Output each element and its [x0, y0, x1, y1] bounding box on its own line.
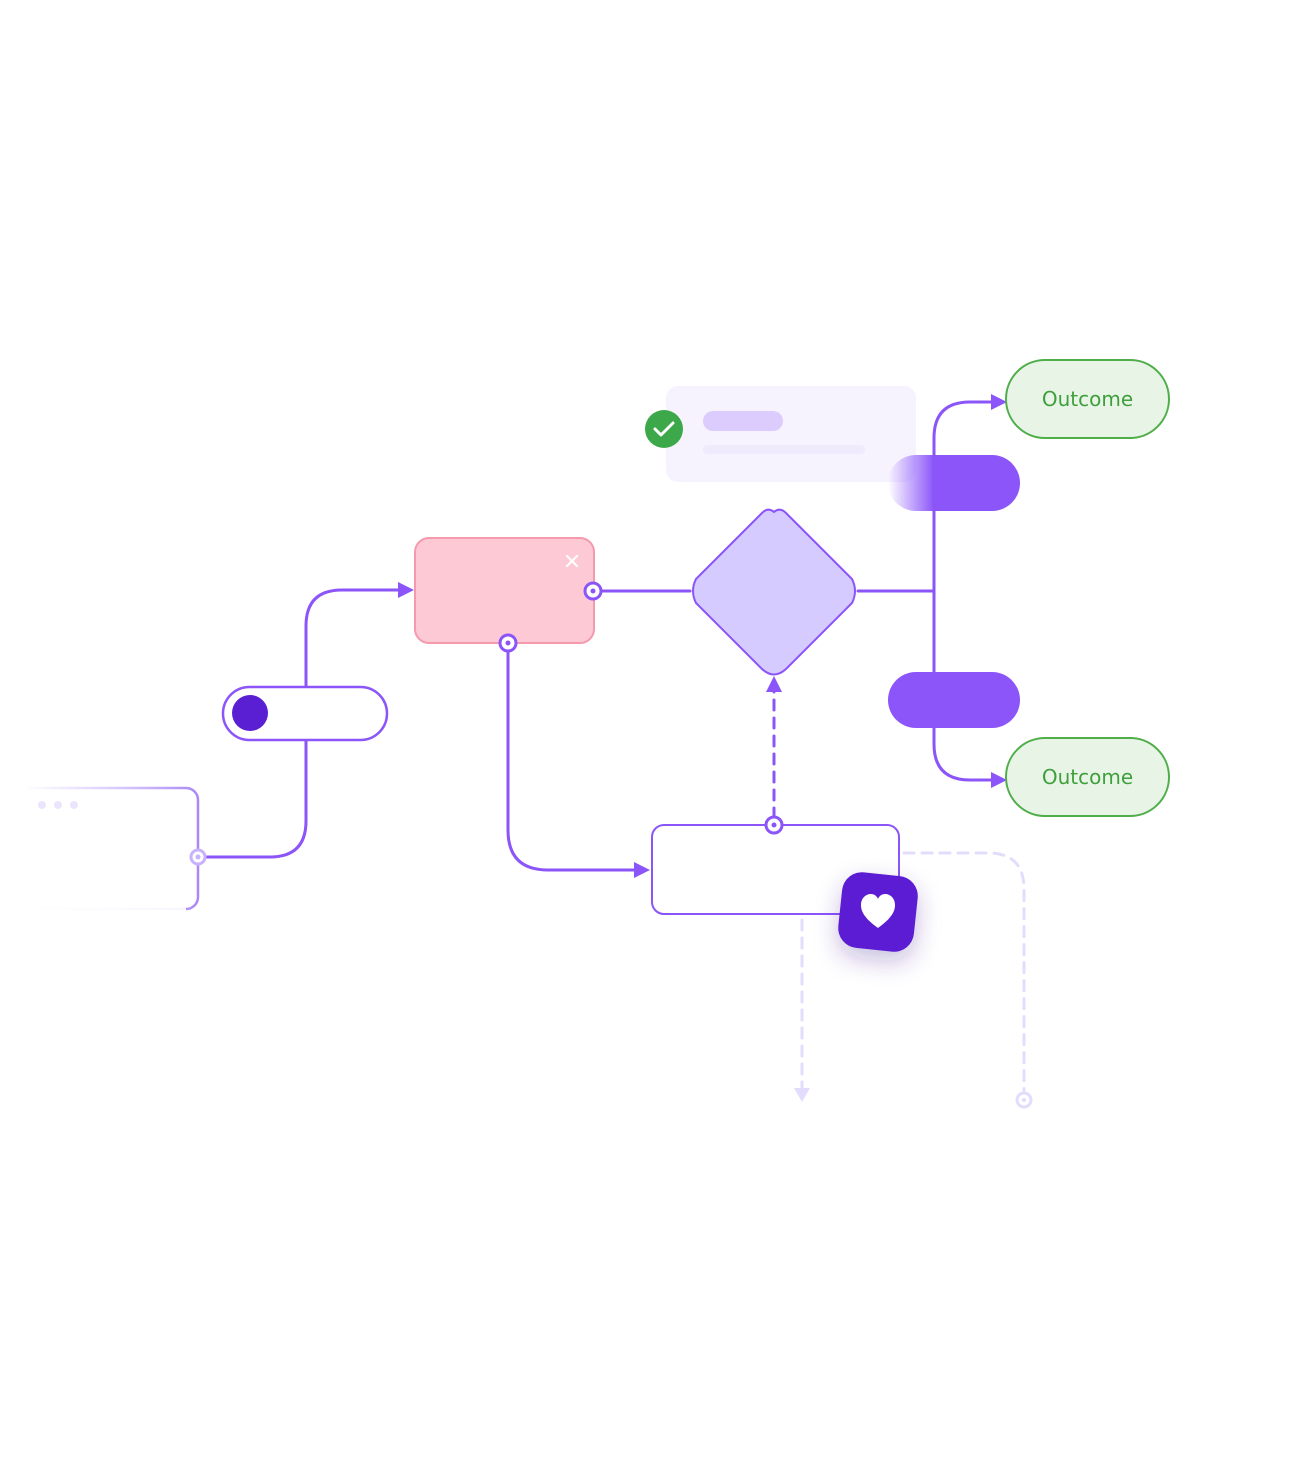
outcome-node-1-label: Outcome [1042, 387, 1133, 411]
notification-card[interactable] [666, 386, 916, 482]
ghost-arrowhead [794, 1088, 810, 1102]
error-node-port-bottom[interactable] [498, 633, 518, 653]
notification-text-placeholder [703, 445, 865, 454]
error-node[interactable] [414, 537, 595, 644]
outcome-node-2-label: Outcome [1042, 765, 1133, 789]
decision-diamond [692, 508, 856, 676]
ghost-connector-right [902, 851, 1026, 1092]
toggle-track [221, 685, 389, 742]
check-icon [645, 410, 683, 448]
arrowhead-to-process [634, 862, 650, 878]
outcome-node-1-box [1005, 359, 1170, 439]
arrowhead-to-decision [766, 676, 782, 692]
arrowhead-to-error [398, 582, 414, 598]
arrowhead-to-outcome-1 [991, 394, 1007, 410]
heart-icon[interactable] [836, 870, 920, 954]
outcome-node-2-box [1005, 737, 1170, 817]
browser-window-fade [16, 858, 186, 914]
error-node-box [414, 537, 595, 644]
toggle-knob [232, 695, 268, 731]
branch-pill-bottom[interactable] [888, 672, 1020, 728]
outcome-node-2[interactable]: Outcome [1005, 737, 1170, 817]
toggle-switch[interactable] [221, 685, 389, 742]
browser-window[interactable] [16, 786, 200, 914]
decision-node[interactable] [692, 508, 856, 676]
notification-title-placeholder [703, 411, 783, 431]
connector-branch-to-outcome-2 [932, 742, 997, 782]
arrowhead-to-outcome-2 [991, 772, 1007, 788]
connector-branch-to-outcome-1 [932, 400, 997, 440]
notification-card-bg [666, 386, 916, 482]
connector-error-to-process [506, 641, 642, 872]
branch-pill-top[interactable] [888, 455, 1020, 511]
error-node-port-right[interactable] [583, 581, 603, 601]
browser-window-dots-icon [38, 801, 78, 809]
outcome-node-1[interactable]: Outcome [1005, 359, 1170, 439]
ghost-connectors [800, 851, 1026, 1092]
close-icon[interactable] [565, 554, 579, 568]
process-node-port-top[interactable] [764, 815, 784, 835]
arrowheads [398, 394, 1007, 878]
